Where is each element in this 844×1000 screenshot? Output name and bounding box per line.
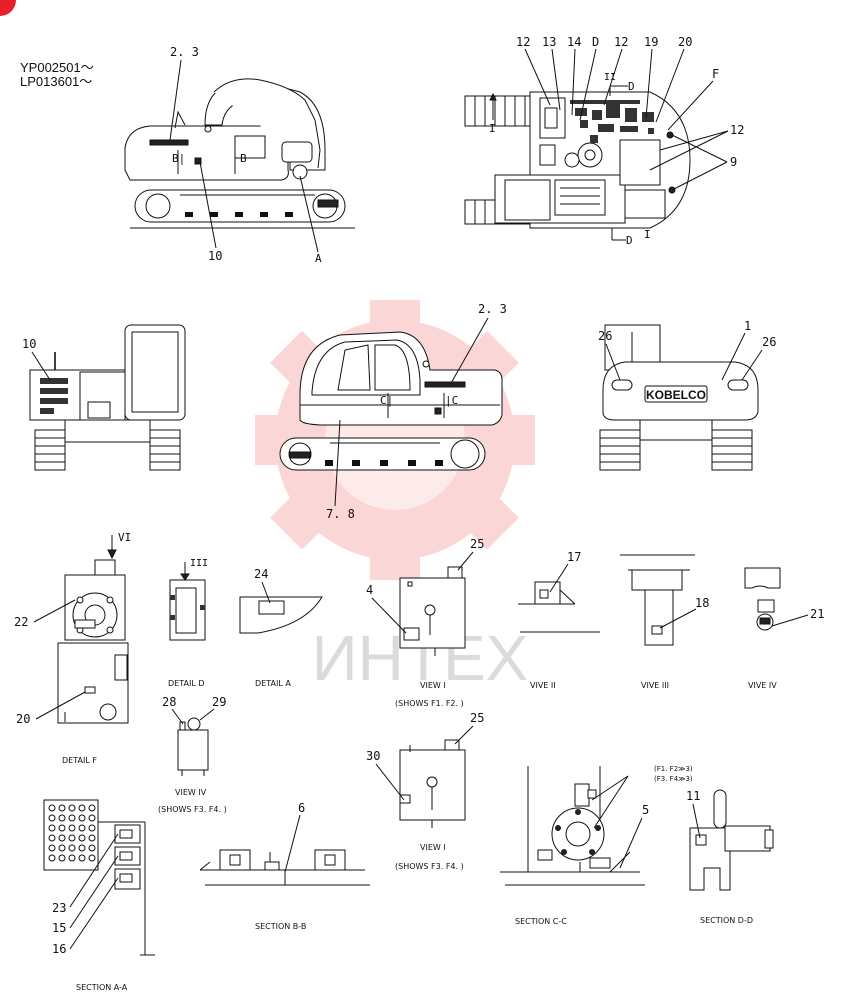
excavator-plan-view [464,91,691,229]
caption-section-bb: SECTION B-B [255,922,306,931]
caption-shows-c: (SHOWS F3. F4. ) [395,862,464,871]
label-5: 5 [642,803,649,817]
caption-detail-d: DETAIL D [168,679,204,688]
serial-1: YP002501～ [20,60,94,75]
label-D: D [592,35,599,49]
label-III: III [190,558,208,569]
section-cc-drawing [500,766,645,886]
label-VI: VI [118,531,131,544]
label-A-top: A [315,252,322,265]
label-21: 21 [810,607,824,621]
caption-shows-b: (SHOWS F3. F4. ) [158,805,227,814]
caption-view-i-b: VIEW I [420,843,446,852]
label-19: 19 [644,35,658,49]
vive-iv-drawing [744,567,781,631]
caption-section-aa: SECTION A-A [76,983,128,992]
label-II: II [604,72,616,83]
caption-detail-a: DETAIL A [255,679,291,688]
label-2-3-mid: 2. 3 [478,302,507,316]
label-9: 9 [730,155,737,169]
label-F1F2: (F1. F2≫3) [654,765,693,773]
label-B2: B [240,152,247,165]
label-2-3-top: 2. 3 [170,45,199,59]
brand-logo: KOBELCO [646,388,706,402]
label-29: 29 [212,695,226,709]
label-4: 4 [366,583,373,597]
label-23: 23 [52,901,66,915]
caption-shows-a: (SHOWS F1. F2. ) [395,699,464,708]
label-20b: 20 [16,712,30,726]
label-15: 15 [52,921,66,935]
label-I-left: I [489,122,496,135]
detail-d-drawing [169,562,206,641]
vive-iii-drawing [620,554,695,646]
section-aa-drawing [43,799,155,956]
label-20: 20 [678,35,692,49]
label-D-arrow1: D [628,80,635,93]
caption-vive-ii: VIVE II [530,681,556,690]
label-C2: |C [445,394,458,407]
label-12a: 12 [516,35,530,49]
label-26a: 26 [598,329,612,343]
detail-a-drawing [239,596,323,634]
serial-2: LP013601～ [20,74,92,89]
label-16: 16 [52,942,66,956]
label-6: 6 [298,801,305,815]
label-F: F [712,67,719,81]
view-iv-drawing [177,717,209,776]
caption-detail-f: DETAIL F [62,756,97,765]
label-25a: 25 [470,537,484,551]
section-bb-drawing [199,849,370,886]
label-25b: 25 [470,711,484,725]
label-F3F4: (F3. F4≫3) [654,775,693,783]
label-10-top: 10 [208,249,222,263]
view-i-a-drawing [399,566,466,656]
label-13: 13 [542,35,556,49]
label-17: 17 [567,550,581,564]
label-26b: 26 [762,335,776,349]
label-28: 28 [162,695,176,709]
corner-mark [0,0,16,16]
excavator-rear-view-right [599,324,759,471]
vive-ii-drawing [518,581,600,633]
caption-view-i-a: VIEW I [420,681,446,690]
label-1: 1 [744,319,751,333]
section-dd-drawing [689,789,774,891]
excavator-side-view-top [124,78,355,229]
caption-section-dd: SECTION D-D [700,916,753,925]
label-22: 22 [14,615,28,629]
label-10-mid: 10 [22,337,36,351]
excavator-side-view-middle [279,331,503,471]
label-14: 14 [567,35,581,49]
label-7-8: 7. 8 [326,507,355,521]
label-30: 30 [366,749,380,763]
label-12c: 12 [730,123,744,137]
caption-vive-iii: VIVE III [641,681,669,690]
label-B1: B| [172,152,185,165]
label-I-bot: I [644,228,651,241]
detail-f-drawing [57,535,129,724]
label-12b: 12 [614,35,628,49]
view-i-b-drawing [399,739,466,828]
label-C1: C| [380,394,393,407]
caption-view-iv: VIEW IV [175,788,207,797]
caption-section-cc: SECTION C-C [515,917,567,926]
label-D-arrow2: D [626,234,633,247]
label-24: 24 [254,567,268,581]
caption-vive-iv: VIVE IV [748,681,777,690]
label-11: 11 [686,789,700,803]
label-18: 18 [695,596,709,610]
excavator-rear-view-left [29,324,186,471]
